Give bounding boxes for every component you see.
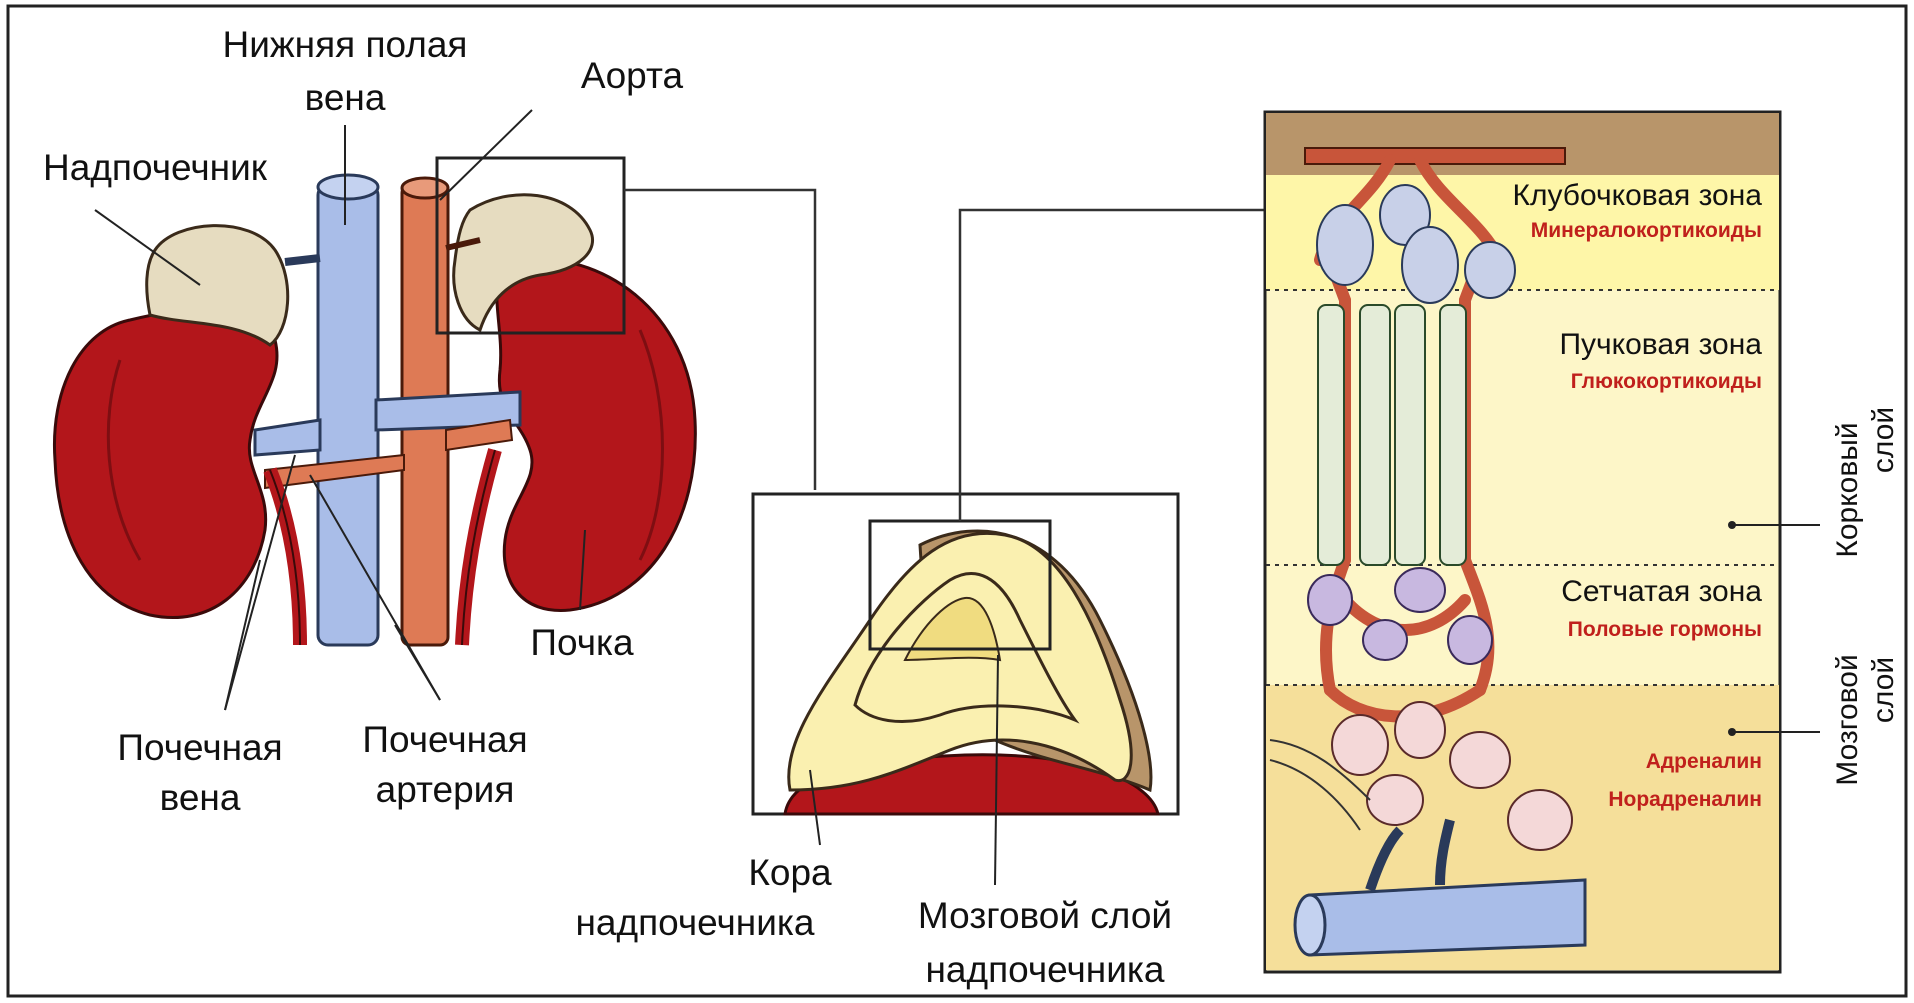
left-renal-vein: [255, 420, 320, 455]
label-medulla-line2: надпочечника: [926, 949, 1165, 990]
label-zone-fascicular: Пучковая зона: [1559, 328, 1762, 361]
label-renal-vein-line2: вена: [160, 777, 241, 818]
label-hormone-glucocorticoids: Глюкокортикоиды: [1571, 370, 1762, 393]
label-zone-reticular: Сетчатая зона: [1561, 575, 1762, 608]
right-ureter: [462, 450, 495, 645]
label-cortex-line2: надпочечника: [576, 902, 815, 943]
label-cortex-layer-line1: Корковый: [1831, 422, 1864, 557]
label-renal-vein-line1: Почечная: [117, 727, 282, 768]
label-zone-glomerular: Клубочковая зона: [1512, 179, 1762, 212]
kidneys-illustration: [54, 175, 695, 645]
label-renal-artery-line2: артерия: [376, 769, 515, 810]
label-medulla-layer-line2: слой: [1867, 657, 1900, 723]
label-medulla-layer-line1: Мозговой: [1831, 654, 1864, 785]
label-medulla-line1: Мозговой слой: [918, 895, 1172, 936]
label-hormone-sex: Половые гормоны: [1568, 618, 1762, 641]
left-ureter: [270, 470, 300, 645]
label-renal-artery-line1: Почечная: [362, 719, 527, 760]
label-ivc-line2: вена: [305, 77, 386, 118]
label-ivc-line1: Нижняя полая: [223, 24, 468, 65]
label-cortex-layer-line2: слой: [1867, 407, 1900, 473]
left-kidney: [54, 309, 277, 618]
label-cortex-line1: Кора: [748, 852, 832, 893]
right-kidney: [497, 259, 696, 611]
label-aorta: Аорта: [581, 55, 684, 96]
label-hormone-mineralocorticoids: Минералокортикоиды: [1531, 219, 1762, 242]
label-adrenal: Надпочечник: [43, 147, 268, 188]
label-kidney: Почка: [530, 622, 634, 663]
capsule-layer: [1266, 113, 1779, 175]
label-hormone-adrenaline: Адреналин: [1646, 750, 1762, 773]
label-hormone-noradrenaline: Норадреналин: [1608, 788, 1762, 811]
zoom-connector-2: [960, 210, 1265, 521]
